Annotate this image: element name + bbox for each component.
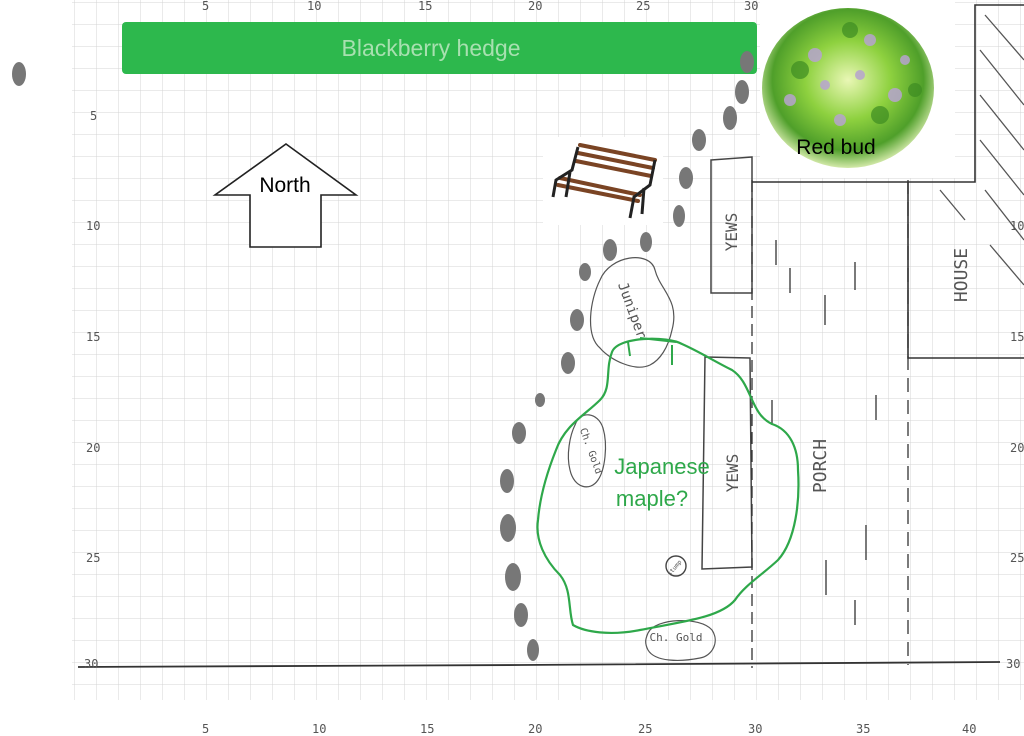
scale-bottom-label: 5 — [202, 722, 209, 736]
bench-icon — [543, 137, 663, 225]
scale-left-label: 25 — [86, 551, 100, 565]
scale-right-label: 10 — [1010, 219, 1024, 233]
porch — [751, 180, 909, 668]
scale-left-label: 20 — [86, 441, 100, 455]
scale-bottom-label: 40 — [962, 722, 976, 736]
scale-left-label: 15 — [86, 330, 100, 344]
scale-right-label: 30 — [1006, 657, 1020, 671]
yews-label: YEWS — [723, 454, 742, 493]
blackberry-hedge-label: Blackberry hedge — [342, 35, 521, 61]
scale-bottom-label: 35 — [856, 722, 870, 736]
stepping-stones — [12, 51, 754, 661]
property-line — [77, 661, 1001, 668]
scale-top-label: 25 — [636, 0, 650, 13]
scale-top-label: 5 — [202, 0, 209, 13]
scale-left-label: 10 — [86, 219, 100, 233]
house: HOUSE — [752, 4, 1024, 359]
scale-bottom-label: 20 — [528, 722, 542, 736]
scale-bottom-label: 25 — [638, 722, 652, 736]
north-arrow-label: North — [259, 174, 310, 197]
scale-top: 5 10 15 20 25 30 — [202, 0, 758, 13]
scale-right: 10 15 20 25 30 — [1006, 219, 1024, 671]
scale-bottom-label: 15 — [420, 722, 434, 736]
scale-bottom: 5 10 15 20 25 30 35 40 — [202, 722, 976, 736]
scale-left-label: 30 — [84, 657, 98, 671]
north-arrow-icon — [212, 143, 359, 248]
ch-gold-label: Ch. Gold — [650, 631, 703, 644]
scale-bottom-label: 10 — [312, 722, 326, 736]
scale-top-label: 30 — [744, 0, 758, 13]
scale-bottom-label: 30 — [748, 722, 762, 736]
scale-right-label: 20 — [1010, 441, 1024, 455]
yews-label: YEWS — [722, 213, 741, 252]
scale-top-label: 15 — [418, 0, 432, 13]
scale-right-label: 25 — [1010, 551, 1024, 565]
shrub-icon — [762, 8, 934, 168]
scale-top-label: 10 — [307, 0, 321, 13]
scale-right-label: 15 — [1010, 330, 1024, 344]
house-label: HOUSE — [951, 248, 972, 302]
scale-top-label: 20 — [528, 0, 542, 13]
japanese-maple-label-line2: maple? — [616, 486, 688, 511]
scale-left: 5 10 15 20 25 30 — [84, 109, 100, 671]
japanese-maple-label-line1: Japanese — [614, 454, 709, 479]
scale-left-label: 5 — [90, 109, 97, 123]
red-bud-label: Red bud — [796, 136, 875, 159]
porch-label: PORCH — [810, 439, 831, 493]
blackberry-hedge-banner — [122, 22, 757, 74]
japanese-maple-outline — [536, 337, 800, 635]
